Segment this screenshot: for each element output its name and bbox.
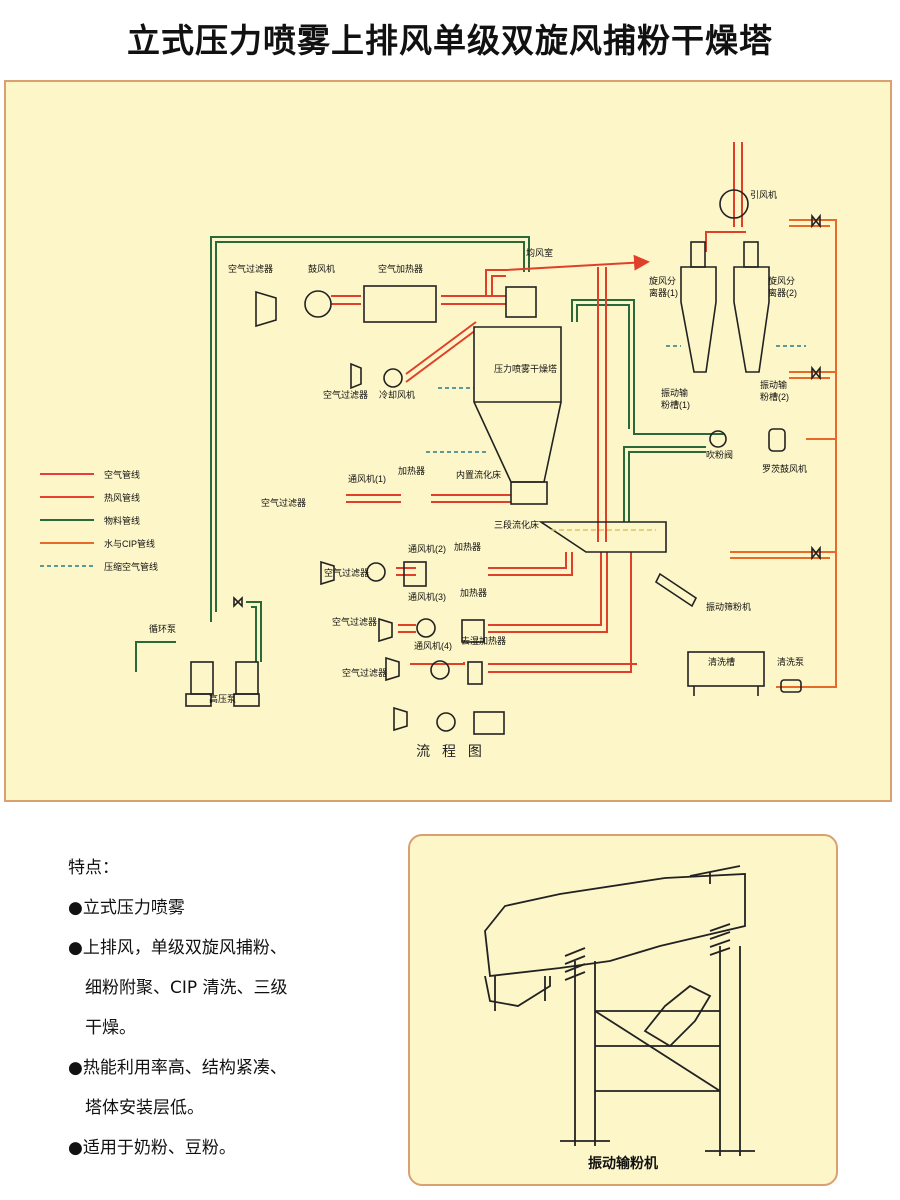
feature-line: ●适用于奶粉、豆粉。 — [68, 1138, 236, 1158]
label-cyclone-1a: 旋风分 — [649, 275, 676, 286]
flowchart-labels: 均风室 空气过滤器 鼓风机 空气加热器 引风机 旋风分 离器(1) 旋风分 离器… — [149, 189, 807, 704]
label-vent-fan-4: 通风机(4) — [414, 640, 452, 651]
label-inner-bed: 内置流化床 — [456, 469, 501, 480]
label-blow-valve: 吹粉阀 — [706, 449, 733, 460]
flowchart-panel: 均风室 空气过滤器 鼓风机 空气加热器 引风机 旋风分 离器(1) 旋风分 离器… — [4, 80, 892, 802]
label-roots-blower: 罗茨鼓风机 — [762, 463, 807, 474]
feature-line: ●热能利用率高、结构紧凑、 — [68, 1058, 287, 1078]
label-air-filter-4: 空气过滤器 — [324, 567, 369, 578]
label-heater-3: 加热器 — [460, 587, 487, 598]
feature-line: 塔体安装层低。 — [68, 1098, 204, 1118]
legend-label-1: 空气管线 — [104, 469, 140, 480]
label-air-heater: 空气加热器 — [378, 263, 423, 274]
label-vent-fan-1: 通风机(1) — [348, 473, 386, 484]
feature-line: 干燥。 — [68, 1018, 136, 1038]
equipment — [185, 189, 821, 735]
legend-label-2: 热风管线 — [104, 492, 140, 503]
page-title: 立式压力喷雾上排风单级双旋风捕粉干燥塔 — [127, 21, 773, 60]
flowchart-diagram: 均风室 空气过滤器 鼓风机 空气加热器 引风机 旋风分 离器(1) 旋风分 离器… — [40, 142, 837, 759]
label-vib-trough-2b: 粉槽(2) — [760, 391, 789, 402]
label-air-filter-3: 空气过滤器 — [261, 497, 306, 508]
label-air-filter-2: 空气过滤器 — [323, 389, 368, 400]
label-cyclone-1b: 离器(1) — [649, 287, 678, 298]
label-dehumid-heater: 去湿加热器 — [461, 635, 506, 646]
hot-air-lines — [331, 142, 746, 673]
label-vib-trough-1a: 振动输 — [661, 387, 688, 398]
features-title: 特点： — [68, 858, 119, 878]
label-vib-sieve: 振动筛粉机 — [706, 601, 751, 612]
label-wash-tank: 清洗槽 — [708, 656, 735, 667]
features-section: 特点： ●立式压力喷雾 ●上排风，单级双旋风捕粉、 细粉附聚、CIP 清洗、三级… — [68, 848, 388, 1168]
label-air-filter-5: 空气过滤器 — [332, 616, 377, 627]
compressed-air-lines — [426, 345, 806, 453]
label-induced-fan: 引风机 — [750, 189, 777, 200]
label-hp-pump: 高压泵 — [209, 693, 236, 704]
label-heater-1: 加热器 — [398, 465, 425, 476]
label-vent-fan-2: 通风机(2) — [408, 543, 446, 554]
legend-label-4: 水与CIP管线 — [104, 538, 155, 549]
label-cyclone-2a: 旋风分 — [768, 275, 795, 286]
feature-line: 细粉附聚、CIP 清洗、三级 — [68, 978, 288, 998]
vibrating-conveyor-drawing: 振动输粉机 — [484, 865, 755, 1171]
label-air-filter-6: 空气过滤器 — [342, 667, 387, 678]
legend-label-5: 压缩空气管线 — [104, 561, 158, 572]
legend: 空气管线 热风管线 物料管线 水与CIP管线 压缩空气管线 — [40, 469, 158, 572]
label-heater-2: 加热器 — [454, 541, 481, 552]
label-cooling-fan: 冷却风机 — [379, 389, 415, 400]
legend-label-3: 物料管线 — [104, 515, 140, 526]
label-blower: 鼓风机 — [308, 263, 335, 274]
material-lines — [135, 236, 724, 672]
label-air-filter-1: 空气过滤器 — [228, 263, 273, 274]
machine-panel: 振动输粉机 — [408, 834, 838, 1186]
label-three-stage-bed: 三段流化床 — [494, 519, 539, 530]
label-vent-fan-3: 通风机(3) — [408, 591, 446, 602]
label-uniform-chamber: 均风室 — [526, 247, 553, 258]
flowchart-caption: 流 程 图 — [416, 743, 486, 759]
feature-line: ●上排风，单级双旋风捕粉、 — [68, 938, 287, 958]
label-wash-pump: 清洗泵 — [777, 656, 804, 667]
label-circ-pump: 循环泵 — [149, 623, 176, 634]
label-cyclone-2b: 离器(2) — [768, 287, 797, 298]
feature-line: ●立式压力喷雾 — [68, 898, 185, 918]
label-vib-trough-2a: 振动输 — [760, 379, 787, 390]
machine-caption: 振动输粉机 — [588, 1155, 658, 1171]
label-tower: 压力喷雾干燥塔 — [494, 363, 557, 374]
label-vib-trough-1b: 粉槽(1) — [661, 399, 690, 410]
